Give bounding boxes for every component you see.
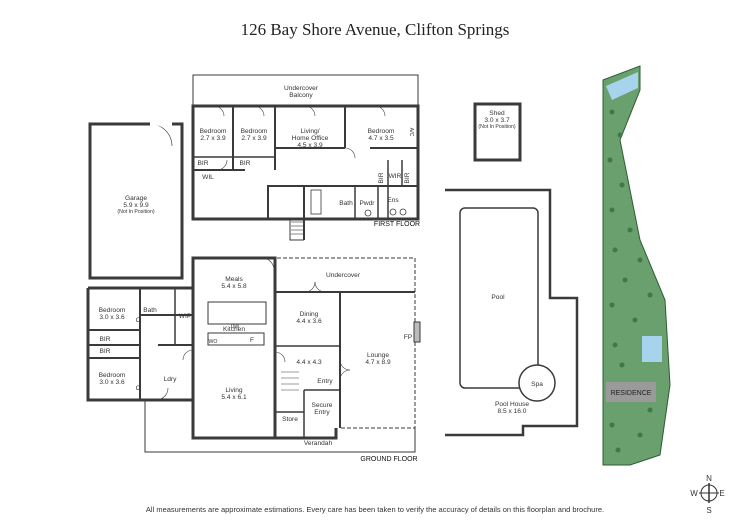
label-wip: WIP — [179, 313, 192, 320]
label-bedroom4-size: 3.0 x 3.6 — [99, 314, 125, 321]
label-pool-house: Pool House — [495, 401, 529, 408]
label-undercover-balcony-1: Undercover — [284, 85, 319, 92]
label-bedroom4: Bedroom — [99, 307, 126, 314]
label-ens: Ens — [387, 197, 399, 204]
label-bir-4: BIR — [404, 172, 411, 183]
compass: N S E W — [690, 474, 724, 515]
label-lounge: Lounge — [367, 352, 389, 359]
label-wo: WO — [209, 339, 218, 345]
label-shed-note: (Not In Position) — [478, 124, 515, 130]
label-living-home-office-2: Home Office — [292, 135, 329, 142]
label-pool-house-size: 8.5 x 16.0 — [498, 408, 527, 415]
label-secure-entry-1: Secure — [312, 402, 333, 409]
label-bir-3: BIR — [378, 172, 385, 183]
label-bedroom5-size: 3.0 x 3.6 — [99, 379, 125, 386]
label-bath-ground: Bath — [143, 307, 157, 314]
label-dining-size: 4.4 x 3.6 — [296, 318, 322, 325]
label-bedroom3: Bedroom — [368, 128, 395, 135]
label-ldry: Ldry — [164, 376, 178, 383]
label-wil: WIL — [202, 174, 214, 181]
label-secure-entry-2: Entry — [314, 409, 330, 416]
label-entry: Entry — [317, 378, 333, 385]
label-bir-5: BIR — [100, 336, 111, 343]
label-shed: Shed — [489, 110, 505, 117]
pool-house-plan — [445, 188, 579, 437]
label-bedroom2: Bedroom — [241, 128, 268, 135]
label-living: Living — [225, 387, 243, 394]
label-fp: FP — [404, 334, 413, 341]
label-living-home-office-size: 4.5 x 3.9 — [297, 142, 323, 149]
label-bedroom3-size: 4.7 x 3.5 — [368, 135, 394, 142]
label-bedroom2-size: 2.7 x 3.9 — [241, 135, 267, 142]
label-meals-size: 5.4 x 5.8 — [221, 283, 247, 290]
label-bir-1: BIR — [198, 160, 209, 167]
label-dining: Dining — [300, 311, 319, 318]
label-bedroom5: Bedroom — [99, 372, 126, 379]
label-pool: Pool — [491, 294, 505, 301]
compass-n: N — [706, 474, 712, 483]
disclaimer: All measurements are approximate estimat… — [145, 505, 605, 514]
label-bir-6: BIR — [100, 348, 111, 355]
label-garage: Garage — [125, 195, 147, 202]
label-verandah: Verandah — [304, 440, 333, 447]
label-garage-note: (Not In Position) — [117, 209, 154, 215]
page-title: 126 Bay Shore Avenue, Clifton Springs — [240, 20, 510, 39]
label-room-44: 4.4 x 4.3 — [296, 359, 322, 366]
label-living-size: 5.4 x 6.1 — [221, 394, 247, 401]
label-store: Store — [282, 416, 298, 423]
label-lounge-size: 4.7 x 8.9 — [365, 359, 391, 366]
label-spa: Spa — [531, 381, 543, 388]
compass-s: S — [706, 506, 711, 515]
compass-e: E — [719, 489, 724, 498]
label-meals: Meals — [225, 276, 243, 283]
site-plan — [602, 65, 671, 466]
label-residence: RESIDENCE — [611, 390, 652, 397]
label-dw: DW — [231, 324, 240, 330]
first-floor-plan — [191, 74, 420, 241]
label-bedroom1-size: 2.7 x 3.9 — [200, 135, 226, 142]
shed-plan — [473, 102, 522, 162]
label-pwdr: Pwdr — [359, 200, 375, 207]
label-shed-size: 3.0 x 3.7 — [484, 117, 510, 124]
label-c-2: C — [136, 385, 141, 392]
label-bath-first: Bath — [339, 200, 353, 207]
label-first-floor: FIRST FLOOR — [374, 221, 420, 228]
label-living-home-office-1: Living/ — [300, 128, 319, 135]
label-wir: WIR — [389, 173, 402, 180]
label-ac: A/C — [408, 128, 414, 137]
label-c-1: C — [136, 317, 141, 324]
label-undercover: Undercover — [326, 272, 361, 279]
label-f: F — [250, 337, 254, 344]
label-undercover-balcony-2: Balcony — [289, 92, 313, 99]
label-kitchen: Kitchen — [223, 326, 245, 333]
label-ground-floor: GROUND FLOOR — [360, 456, 417, 463]
label-garage-size: 5.9 x 9.9 — [123, 202, 149, 209]
ground-floor-plan — [86, 256, 421, 453]
garage-plan — [88, 122, 184, 280]
compass-w: W — [690, 489, 698, 498]
label-bedroom1: Bedroom — [200, 128, 227, 135]
label-bir-2: BIR — [240, 160, 251, 167]
